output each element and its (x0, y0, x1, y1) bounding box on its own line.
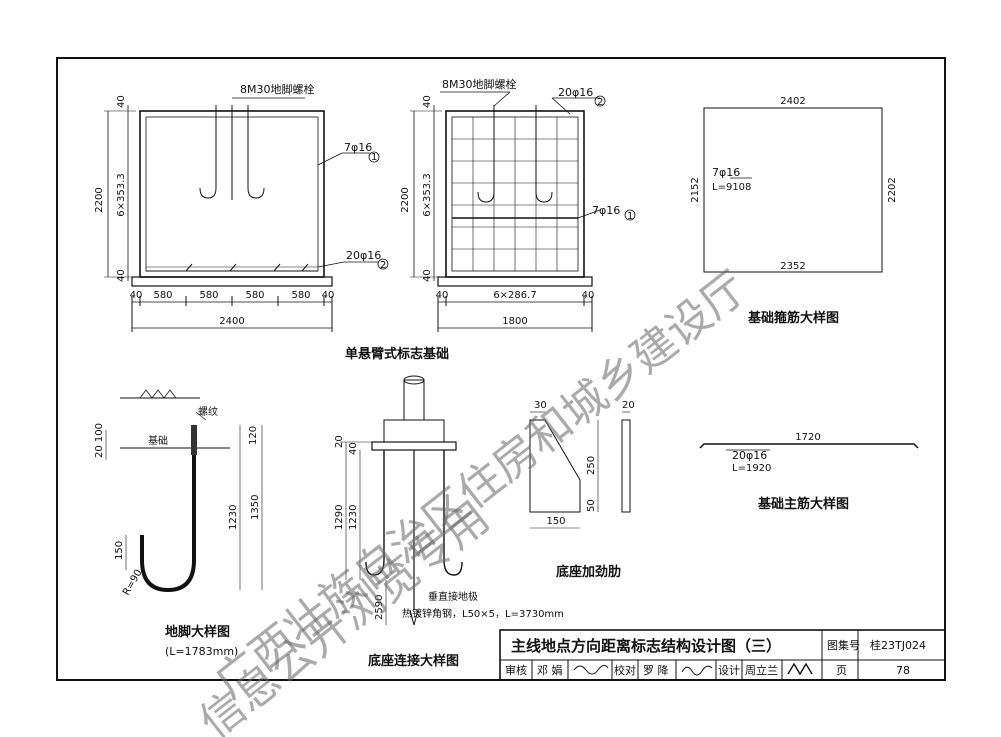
stirrup-rebar: 7φ16 (712, 166, 740, 179)
anchor-dim-1350: 1350 (250, 495, 261, 520)
front-dim-4: 580 (291, 290, 310, 301)
front-bolt-label: 8M30地脚螺栓 (240, 82, 315, 96)
drawing-title: 主线地点方向距离标志结构设计图（三） (511, 637, 781, 655)
stiffener-caption: 底座加劲肋 (556, 564, 621, 580)
page-no: 78 (896, 664, 910, 677)
anchor-dim-120: 120 (248, 426, 259, 445)
stirrup-length: L=9108 (712, 182, 751, 193)
base-d4: 1230 (348, 505, 359, 530)
front-spacing: 6×353.3 (116, 173, 127, 216)
front-dim-1: 580 (153, 290, 172, 301)
anchor-length: (L=1783mm) (165, 645, 238, 658)
stiffener-thick: 20 (622, 400, 635, 411)
base-d2: 40 (348, 442, 359, 455)
check-label: 校对 (614, 663, 636, 677)
stirrup-caption: 基础箍筋大样图 (747, 310, 839, 326)
anchor-dim-1230: 1230 (228, 505, 239, 530)
base-note1: 垂直接地极 (428, 590, 478, 603)
front-dim-5: 40 (322, 290, 335, 301)
side-bottom-mid: 6×286.7 (493, 290, 536, 301)
front-rebar-1: 7φ16 (344, 141, 372, 154)
side-edge-top: 40 (422, 95, 433, 108)
design-signature (787, 662, 813, 676)
front-dim-0: 40 (130, 290, 143, 301)
anchor-dim-top: 20 100 (94, 423, 105, 458)
side-mark-2: 2 (597, 97, 603, 108)
side-mark-1: 1 (627, 211, 633, 222)
main-bar-detail (699, 443, 919, 451)
stiffener-top: 30 (534, 400, 547, 411)
anchor-thread: 螺纹 (198, 405, 218, 418)
main-bar-total: L=1920 (732, 463, 771, 474)
base-caption: 底座连接大样图 (368, 653, 459, 669)
front-total-width: 2400 (219, 316, 244, 327)
base-d3: 1290 (334, 505, 345, 530)
design-label: 设计 (718, 664, 740, 677)
front-dim-3: 580 (245, 290, 264, 301)
review-signature (573, 664, 609, 675)
base-d1: 20 (334, 435, 345, 448)
side-rebar-top: 20φ16 (558, 86, 593, 99)
front-caption: 单悬臂式标志基础 (345, 346, 449, 362)
anchor-base: 基础 (148, 434, 168, 447)
side-spacing: 6×353.3 (422, 173, 433, 216)
main-bar-rebar: 20φ16 (732, 449, 767, 462)
front-edge-top: 40 (116, 95, 127, 108)
title-block (499, 629, 946, 681)
anchor-dim-150: 150 (114, 541, 125, 560)
side-rebar-mid: 7φ16 (592, 204, 620, 217)
check-name: 罗 降 (643, 663, 669, 677)
stirrup-left-len: 2152 (690, 177, 701, 202)
review-name: 邓 娟 (537, 663, 563, 677)
base-d5: 2590 (374, 595, 385, 620)
side-bottom-right: 40 (582, 290, 595, 301)
front-rebar-2: 20φ16 (346, 249, 381, 262)
anchor-bolt-detail (105, 389, 263, 593)
check-signature (681, 665, 713, 676)
front-height: 2200 (94, 187, 105, 212)
front-dim-2: 580 (199, 290, 218, 301)
stiffener-detail (529, 411, 631, 529)
front-edge-bottom: 40 (116, 269, 127, 282)
stirrup-top-len: 2402 (780, 96, 805, 107)
anchor-radius: R=90 (121, 568, 145, 598)
base-note2: 热镀锌角钢，L50×5，L=3730mm (402, 607, 564, 620)
side-bolt-label: 8M30地脚螺栓 (442, 77, 517, 91)
front-mark-1: 1 (371, 152, 377, 163)
design-name: 周立兰 (745, 663, 778, 677)
main-bar-caption: 基础主筋大样图 (757, 496, 849, 512)
stirrup-bottom-len: 2352 (780, 261, 805, 272)
foundation-side-view (410, 91, 636, 332)
stirrup-detail (703, 107, 883, 273)
stiffener-small: 50 (586, 499, 597, 512)
anchor-caption: 地脚大样图 (165, 624, 230, 640)
page-label: 页 (836, 664, 847, 677)
base-connection-detail (340, 375, 463, 626)
main-bar-length: 1720 (795, 432, 820, 443)
stiffener-width: 150 (546, 516, 565, 527)
side-bottom-left: 40 (436, 290, 449, 301)
foundation-front-view (104, 97, 389, 332)
stirrup-right-len: 2202 (887, 177, 898, 202)
atlas-no: 桂23TJ024 (870, 638, 926, 652)
atlas-label: 图集号 (827, 638, 860, 652)
sheet-border (56, 57, 946, 681)
side-total-width: 1800 (502, 316, 527, 327)
side-edge-bottom: 40 (422, 269, 433, 282)
side-height: 2200 (400, 187, 411, 212)
front-mark-2: 2 (380, 260, 386, 271)
stiffener-height: 250 (586, 456, 597, 475)
review-label: 审核 (505, 663, 527, 677)
